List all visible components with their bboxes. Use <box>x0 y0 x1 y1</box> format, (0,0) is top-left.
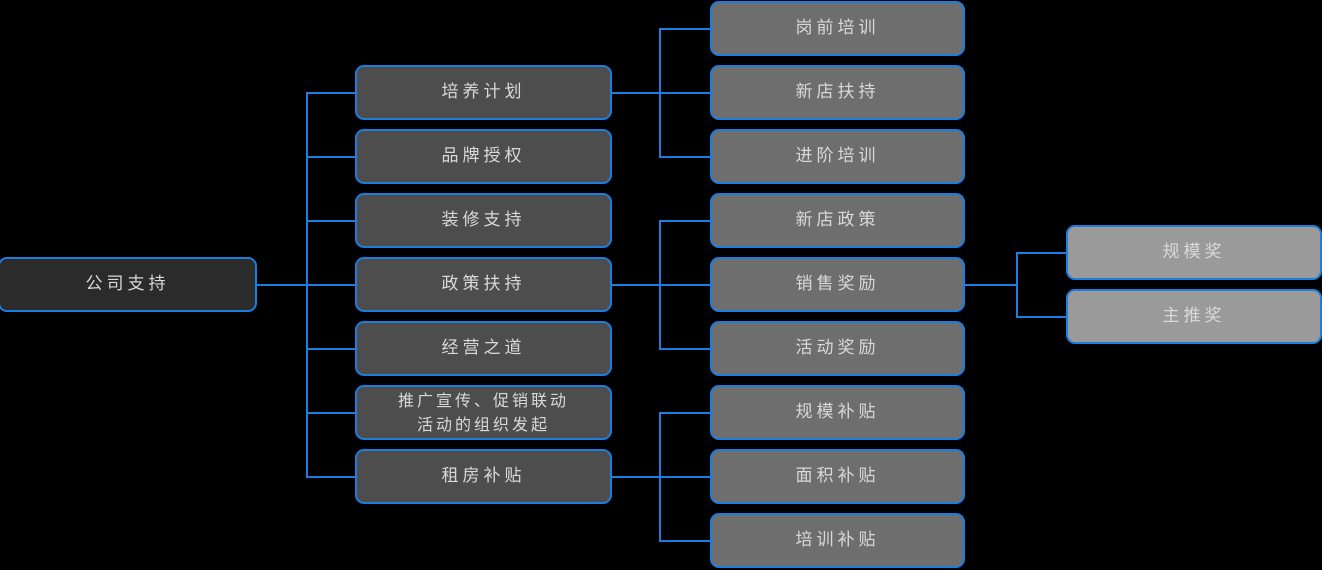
node-jingyingzhidao[interactable]: 经营之道 <box>355 321 612 376</box>
connector-groupB-branch-1 <box>659 220 711 222</box>
connector-groupC-branch-2 <box>659 476 711 478</box>
connector-groupD-branch-1 <box>1016 252 1067 254</box>
connector-groupA-branch-3 <box>659 156 711 158</box>
connector-groupC-branch-3 <box>659 540 711 542</box>
node-jinjiepeixun[interactable]: 进阶培训 <box>710 129 965 184</box>
node-mianjibutie[interactable]: 面积补贴 <box>710 449 965 504</box>
node-zhutuijiang[interactable]: 主推奖 <box>1066 289 1322 344</box>
connector-level1-branch-7 <box>306 476 356 478</box>
node-xindianfuchi[interactable]: 新店扶持 <box>710 65 965 120</box>
connector-groupA-stub <box>611 92 661 94</box>
node-root[interactable]: 公司支持 <box>0 257 257 312</box>
connector-level1-branch-2 <box>306 156 356 158</box>
connector-groupC-branch-1 <box>659 412 711 414</box>
connector-groupB-branch-3 <box>659 348 711 350</box>
node-guimojiang[interactable]: 规模奖 <box>1066 225 1322 280</box>
node-zhuangxiuzhichi[interactable]: 装修支持 <box>355 193 612 248</box>
connector-level1-branch-5 <box>306 348 356 350</box>
node-guimobutie[interactable]: 规模补贴 <box>710 385 965 440</box>
connector-groupD-trunk <box>1016 252 1018 318</box>
connector-groupC-stub <box>611 476 661 478</box>
node-gangqianpeixun[interactable]: 岗前培训 <box>710 1 965 56</box>
node-pinpaishouquan[interactable]: 品牌授权 <box>355 129 612 184</box>
node-huodongjiangli[interactable]: 活动奖励 <box>710 321 965 376</box>
node-peixunbutie[interactable]: 培训补贴 <box>710 513 965 568</box>
connector-groupB-branch-2 <box>659 284 711 286</box>
connector-groupA-branch-1 <box>659 28 711 30</box>
connector-groupA-branch-2 <box>659 92 711 94</box>
connector-groupD-branch-2 <box>1016 316 1067 318</box>
node-peiyangjihua[interactable]: 培养计划 <box>355 65 612 120</box>
connector-level1-branch-6 <box>306 412 356 414</box>
connector-level1-branch-1 <box>306 92 356 94</box>
connector-level1-branch-4 <box>306 284 356 286</box>
connector-root-stub <box>257 284 307 286</box>
connector-groupB-stub <box>611 284 661 286</box>
node-xindianzhengce[interactable]: 新店政策 <box>710 193 965 248</box>
node-tuiguangxuanchuan[interactable]: 推广宣传、促销联动 活动的组织发起 <box>355 385 612 440</box>
connector-level1-branch-3 <box>306 220 356 222</box>
node-zhengcefuchi[interactable]: 政策扶持 <box>355 257 612 312</box>
node-zufangbutie[interactable]: 租房补贴 <box>355 449 612 504</box>
node-xiaoshoujiangli[interactable]: 销售奖励 <box>710 257 965 312</box>
connector-groupD-stub <box>965 284 1017 286</box>
